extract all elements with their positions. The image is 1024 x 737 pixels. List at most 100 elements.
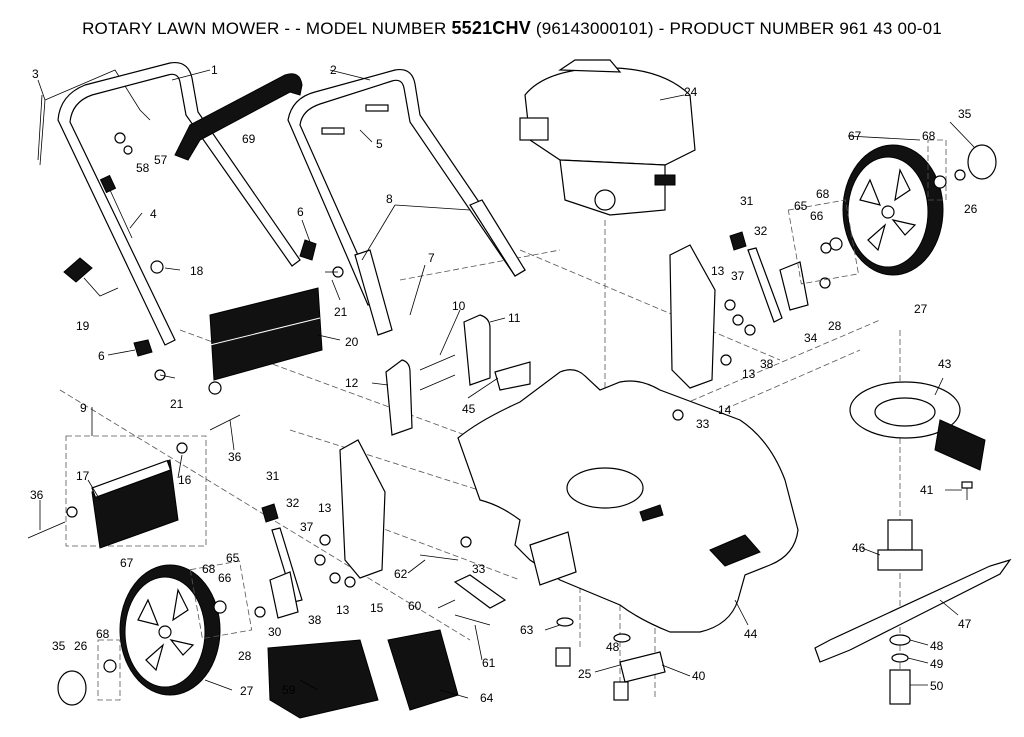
rear-shield-part-20 [208, 287, 323, 395]
hub-cap-part-35-left [57, 670, 87, 706]
rear-flap-part-59 [267, 639, 379, 719]
blade-adapter-housing-part-43 [849, 381, 986, 471]
callout-48-lower: 48 [606, 640, 620, 654]
callout-68-a: 68 [922, 129, 936, 143]
mower-deck-part-44 [457, 369, 799, 633]
wheel-bracket-part-14 [669, 244, 716, 389]
callout-65: 65 [794, 199, 808, 213]
callout-44: 44 [744, 627, 758, 641]
callout-32: 32 [754, 224, 768, 238]
callout-2: 2 [330, 63, 337, 77]
callout-18: 18 [190, 264, 204, 278]
callout-67: 67 [848, 129, 862, 143]
callout-28: 28 [828, 319, 842, 333]
callout-33: 33 [696, 417, 710, 431]
callout-15: 15 [370, 601, 384, 615]
callout-30: 30 [268, 625, 282, 639]
callout-13-b: 13 [742, 367, 756, 381]
callout-31-left: 31 [266, 469, 280, 483]
title-suffix: (96143000101) - PRODUCT NUMBER 961 43 00… [530, 19, 942, 38]
hardware-kit-boxes [97, 139, 966, 701]
callout-3: 3 [32, 67, 39, 81]
lower-handle-part-2 [287, 68, 526, 336]
diagram-title: ROTARY LAWN MOWER - - MODEL NUMBER 5521C… [0, 18, 1024, 39]
callout-4: 4 [150, 207, 157, 221]
callout-49: 49 [930, 657, 944, 671]
callout-20: 20 [345, 335, 359, 349]
callout-37: 37 [731, 269, 745, 283]
callout-25: 25 [578, 667, 592, 681]
callout-41: 41 [920, 483, 934, 497]
height-adjuster-link-part-12 [385, 359, 413, 436]
callout-28-left: 28 [238, 649, 252, 663]
cable-clip-part-4 [99, 174, 133, 239]
bolt-part-10 [419, 354, 456, 391]
callout-38: 38 [760, 357, 774, 371]
callout-63: 63 [520, 623, 534, 637]
plate-part-45 [494, 361, 531, 391]
bolt-part-5 [321, 104, 389, 135]
callout-33-lower: 33 [472, 562, 486, 576]
wheel-bracket-part-15 [339, 439, 386, 579]
callout-43: 43 [938, 357, 952, 371]
height-adjuster-link-part-11 [463, 314, 491, 386]
callout-27: 27 [914, 302, 928, 316]
callout-50: 50 [930, 679, 944, 693]
title-prefix: ROTARY LAWN MOWER - - MODEL NUMBER [82, 19, 452, 38]
callout-5: 5 [376, 137, 383, 151]
callout-26-left: 26 [74, 639, 88, 653]
callout-31: 31 [740, 194, 754, 208]
upper-handle-part-1 [57, 61, 301, 346]
callout-13-a: 13 [711, 264, 725, 278]
callout-58: 58 [136, 161, 150, 175]
callout-38-left: 38 [308, 613, 322, 627]
handle-grip-part-69 [174, 73, 303, 161]
callout-62: 62 [394, 567, 408, 581]
handle-knob-part-6 [133, 239, 317, 357]
callout-8: 8 [386, 192, 393, 206]
callout-1: 1 [211, 63, 218, 77]
title-model-number: 5521CHV [451, 18, 531, 38]
handle-wire-part-3 [37, 69, 151, 166]
bolt-part-57-58 [114, 132, 133, 155]
callout-16: 16 [178, 473, 192, 487]
callout-24: 24 [684, 85, 698, 99]
bolts-part-13 [254, 277, 831, 618]
callout-27-left: 27 [240, 684, 254, 698]
callout-7: 7 [428, 251, 435, 265]
handle-knob-part-19 [63, 257, 119, 297]
callout-12: 12 [345, 376, 359, 390]
callout-68-c: 68 [202, 562, 216, 576]
callout-68-b: 68 [816, 187, 830, 201]
callout-37-left: 37 [300, 520, 314, 534]
rear-wheel-right-part-27 [842, 144, 944, 276]
callout-48: 48 [930, 639, 944, 653]
callout-6-lower: 6 [98, 349, 105, 363]
blade-adapter-part-46 [877, 519, 923, 571]
callout-labels: 1 2 3 4 5 6 6 7 8 9 10 11 12 13 13 13 13… [30, 63, 978, 705]
callout-19: 19 [76, 319, 90, 333]
callout-67-left: 67 [120, 556, 134, 570]
callout-40: 40 [692, 669, 706, 683]
hub-cap-part-35 [967, 144, 997, 180]
callout-26: 26 [964, 202, 978, 216]
callout-leader-lines [37, 69, 976, 699]
engine-part-24 [519, 59, 696, 216]
grass-catcher-group-part-9 [65, 435, 207, 549]
callout-47: 47 [958, 617, 972, 631]
callout-45: 45 [462, 402, 476, 416]
callout-46: 46 [852, 541, 866, 555]
callout-68-d: 68 [96, 627, 110, 641]
bolt-part-36 [27, 414, 241, 539]
callout-35: 35 [958, 107, 972, 121]
callout-66: 66 [810, 209, 824, 223]
callout-66-left: 66 [218, 571, 232, 585]
callout-14: 14 [718, 403, 732, 417]
callout-57: 57 [154, 153, 168, 167]
callout-60: 60 [408, 599, 422, 613]
callout-64: 64 [480, 691, 494, 705]
callout-11: 11 [508, 311, 521, 325]
callout-61: 61 [482, 656, 496, 670]
bracket-part-40 [555, 647, 666, 701]
